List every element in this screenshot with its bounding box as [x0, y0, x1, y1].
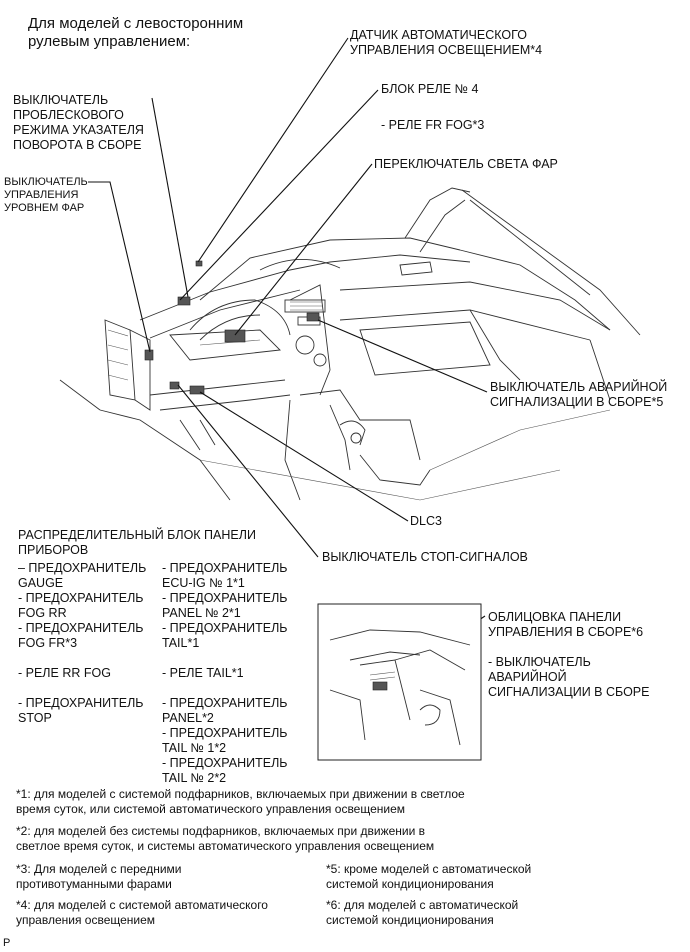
- relay-block-4-label: БЛОК РЕЛЕ № 4: [381, 82, 479, 96]
- leader-lines: [88, 37, 488, 689]
- dlc3-label: DLC3: [410, 514, 442, 528]
- center-panel-inset: [317, 603, 482, 761]
- center-panel-hazard-label: - ВЫКЛЮЧАТЕЛЬ АВАРИЙНОЙ СИГНАЛИЗАЦИИ В С…: [488, 655, 650, 699]
- auto-light-sensor-label: ДАТЧИК АВТОМАТИЧЕСКОГО УПРАВЛЕНИЯ ОСВЕЩЕ…: [350, 28, 543, 57]
- footnote-5: *5: кроме моделей с автоматической систе…: [326, 862, 532, 891]
- instrument-panel-jb-label: РАСПРЕДЕЛИТЕЛЬНЫЙ БЛОК ПАНЕЛИ ПРИБОРОВ: [18, 528, 256, 557]
- headlight-switch-label: ПЕРЕКЛЮЧАТЕЛЬ СВЕТА ФАР: [374, 157, 558, 171]
- header-text: Для моделей с левосторонним рулевым упра…: [28, 15, 244, 50]
- corner-mark: P: [3, 937, 11, 949]
- jb-right-list: - ПРЕДОХРАНИТЕЛЬ ECU-IG № 1*1 - ПРЕДОХРА…: [162, 561, 288, 785]
- footnote-4: *4: для моделей с системой автоматическо…: [16, 898, 268, 927]
- footnote-1: *1: для моделей с системой подфарников, …: [16, 787, 465, 816]
- stop-light-switch-label: ВЫКЛЮЧАТЕЛЬ СТОП-СИГНАЛОВ: [322, 550, 528, 564]
- headlight-level-switch-label: ВЫКЛЮЧАТЕЛЬ УПРАВЛЕНИЯ УРОВНЕМ ФАР: [4, 176, 88, 214]
- turn-flasher-switch-label: ВЫКЛЮЧАТЕЛЬ ПРОБЛЕСКОВОГО РЕЖИМА УКАЗАТЕ…: [13, 93, 144, 152]
- hazard-switch-label: ВЫКЛЮЧАТЕЛЬ АВАРИЙНОЙ СИГНАЛИЗАЦИИ В СБО…: [490, 380, 668, 409]
- center-panel-trim-label: ОБЛИЦОВКА ПАНЕЛИ УПРАВЛЕНИЯ В СБОРЕ*6: [488, 610, 644, 639]
- footnote-2: *2: для моделей без системы подфарников,…: [16, 824, 435, 853]
- footnote-6: *6: для моделей с автоматической системо…: [326, 898, 519, 927]
- relay-fr-fog-label: - РЕЛЕ FR FOG*3: [381, 118, 485, 132]
- footnote-3: *3: Для моделей с передними противотуман…: [16, 862, 182, 891]
- jb-left-list: – ПРЕДОХРАНИТЕЛЬ GAUGE - ПРЕДОХРАНИТЕЛЬ …: [18, 561, 147, 725]
- dashboard-drawing: [59, 187, 641, 501]
